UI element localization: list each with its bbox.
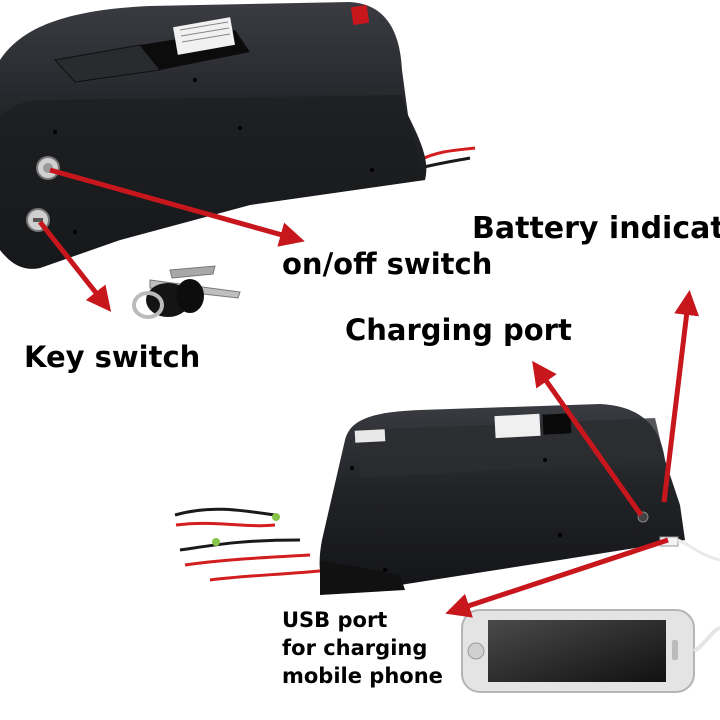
mobile-phone [461, 609, 720, 693]
phone-screen [488, 620, 666, 682]
label-charging-port: Charging port [345, 313, 572, 347]
battery-top [0, 2, 476, 269]
arrow-key-switch [38, 220, 112, 312]
label-usb-port-line-2: for charging [282, 636, 428, 660]
arrow-usb-port [445, 537, 669, 618]
label-key-switch: Key switch [24, 340, 201, 374]
arrow-on-off [49, 167, 305, 247]
label-usb-port-line-3: mobile phone [282, 664, 443, 688]
arrow-charging-port [532, 360, 644, 517]
arrow-battery-indicator [661, 290, 700, 503]
battery-bottom [174, 404, 720, 595]
label-usb-port-line-1: USB port [282, 608, 388, 632]
label-usb-port: USB port for charging mobile phone [282, 606, 443, 690]
label-battery-indicator: Battery indicato [472, 211, 720, 246]
keys [132, 265, 241, 319]
annotation-arrows [38, 167, 700, 618]
spec-sticker [173, 17, 235, 55]
label-on-off-switch: on/off switch [282, 247, 493, 281]
